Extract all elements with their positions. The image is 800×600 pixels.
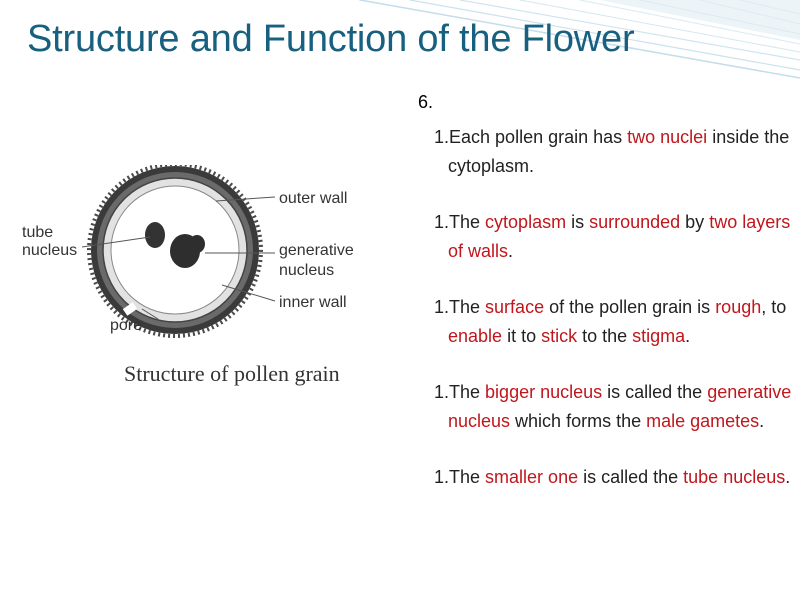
- bullet-point: 1.The bigger nucleus is called the gener…: [434, 378, 794, 436]
- bullet-text: it to: [502, 326, 542, 346]
- bullet-text: by: [680, 212, 710, 232]
- highlighted-text: tube nucleus: [683, 467, 786, 487]
- highlighted-text: male gametes: [646, 411, 760, 431]
- bullet-text: The: [449, 467, 486, 487]
- highlighted-text: surrounded: [589, 212, 681, 232]
- label-outer-wall: outer wall: [279, 190, 347, 207]
- bullet-number: 1.: [434, 127, 450, 147]
- bullet-text: The: [449, 212, 486, 232]
- bullet-text: inside the cytoplasm.: [448, 127, 790, 176]
- bullet-text: .: [508, 241, 514, 261]
- bullet-number: 1.: [434, 467, 450, 487]
- highlighted-text: smaller one: [485, 467, 579, 487]
- highlighted-text: two layers of walls: [448, 212, 791, 261]
- label-generative-nucleus: nucleus: [279, 262, 334, 279]
- pollen-grain-svg: outer wall tube nucleus generative nucle…: [22, 165, 354, 386]
- outer-wall-texture: [87, 165, 263, 338]
- highlighted-text: enable: [448, 326, 503, 346]
- highlighted-text: rough: [715, 297, 762, 317]
- highlighted-text: two nuclei: [627, 127, 708, 147]
- highlighted-text: stigma: [632, 326, 686, 346]
- label-inner-wall: inner wall: [279, 294, 347, 311]
- bullet-text: which forms the: [510, 411, 647, 431]
- diagram-caption: Structure of pollen grain: [124, 361, 340, 386]
- bullet-text: is: [566, 212, 590, 232]
- pore-shape: [122, 302, 138, 316]
- tube-nucleus-shape: [145, 222, 165, 248]
- bullet-text: of the pollen grain is: [544, 297, 716, 317]
- bullet-text: .: [685, 326, 691, 346]
- highlighted-text: stick: [541, 326, 578, 346]
- highlighted-text: surface: [485, 297, 545, 317]
- label-tube-nucleus: nucleus: [22, 242, 77, 259]
- label-generative: generative: [279, 242, 354, 259]
- bullet-text: is called the: [602, 382, 708, 402]
- bullet-text: .: [759, 411, 765, 431]
- bullet-point: 1.Each pollen grain has two nuclei insid…: [434, 123, 794, 181]
- bullet-point: 1.The surface of the pollen grain is rou…: [434, 293, 794, 351]
- bullet-number: 1.: [434, 212, 450, 232]
- highlighted-text: generative nucleus: [448, 382, 792, 431]
- stripe-band: [600, 0, 800, 40]
- bullet-text: Each pollen grain has: [449, 127, 628, 147]
- bullet-text: The: [449, 382, 486, 402]
- leader-lines: [81, 196, 276, 320]
- bullet-points: 1.Each pollen grain has two nuclei insid…: [434, 123, 794, 519]
- bullet-text: to the: [577, 326, 633, 346]
- bullet-text: .: [785, 467, 791, 487]
- slide-title: Structure and Function of the Flower: [27, 18, 635, 60]
- highlighted-text: bigger nucleus: [485, 382, 603, 402]
- bullet-text: is called the: [578, 467, 684, 487]
- bullet-number: 1.: [434, 297, 450, 317]
- highlighted-text: cytoplasm: [485, 212, 567, 232]
- label-pore: pore: [110, 317, 142, 334]
- bullet-text: The: [449, 297, 486, 317]
- bullet-text: , to: [761, 297, 787, 317]
- generative-nucleus-lobe: [189, 235, 205, 253]
- bullet-point: 1.The smaller one is called the tube nuc…: [434, 463, 794, 492]
- pollen-grain-diagram: outer wall tube nucleus generative nucle…: [0, 165, 402, 390]
- section-number: 6.: [418, 92, 434, 112]
- bullet-point: 1.The cytoplasm is surrounded by two lay…: [434, 208, 794, 266]
- bullet-number: 1.: [434, 382, 450, 402]
- label-tube: tube: [22, 224, 53, 241]
